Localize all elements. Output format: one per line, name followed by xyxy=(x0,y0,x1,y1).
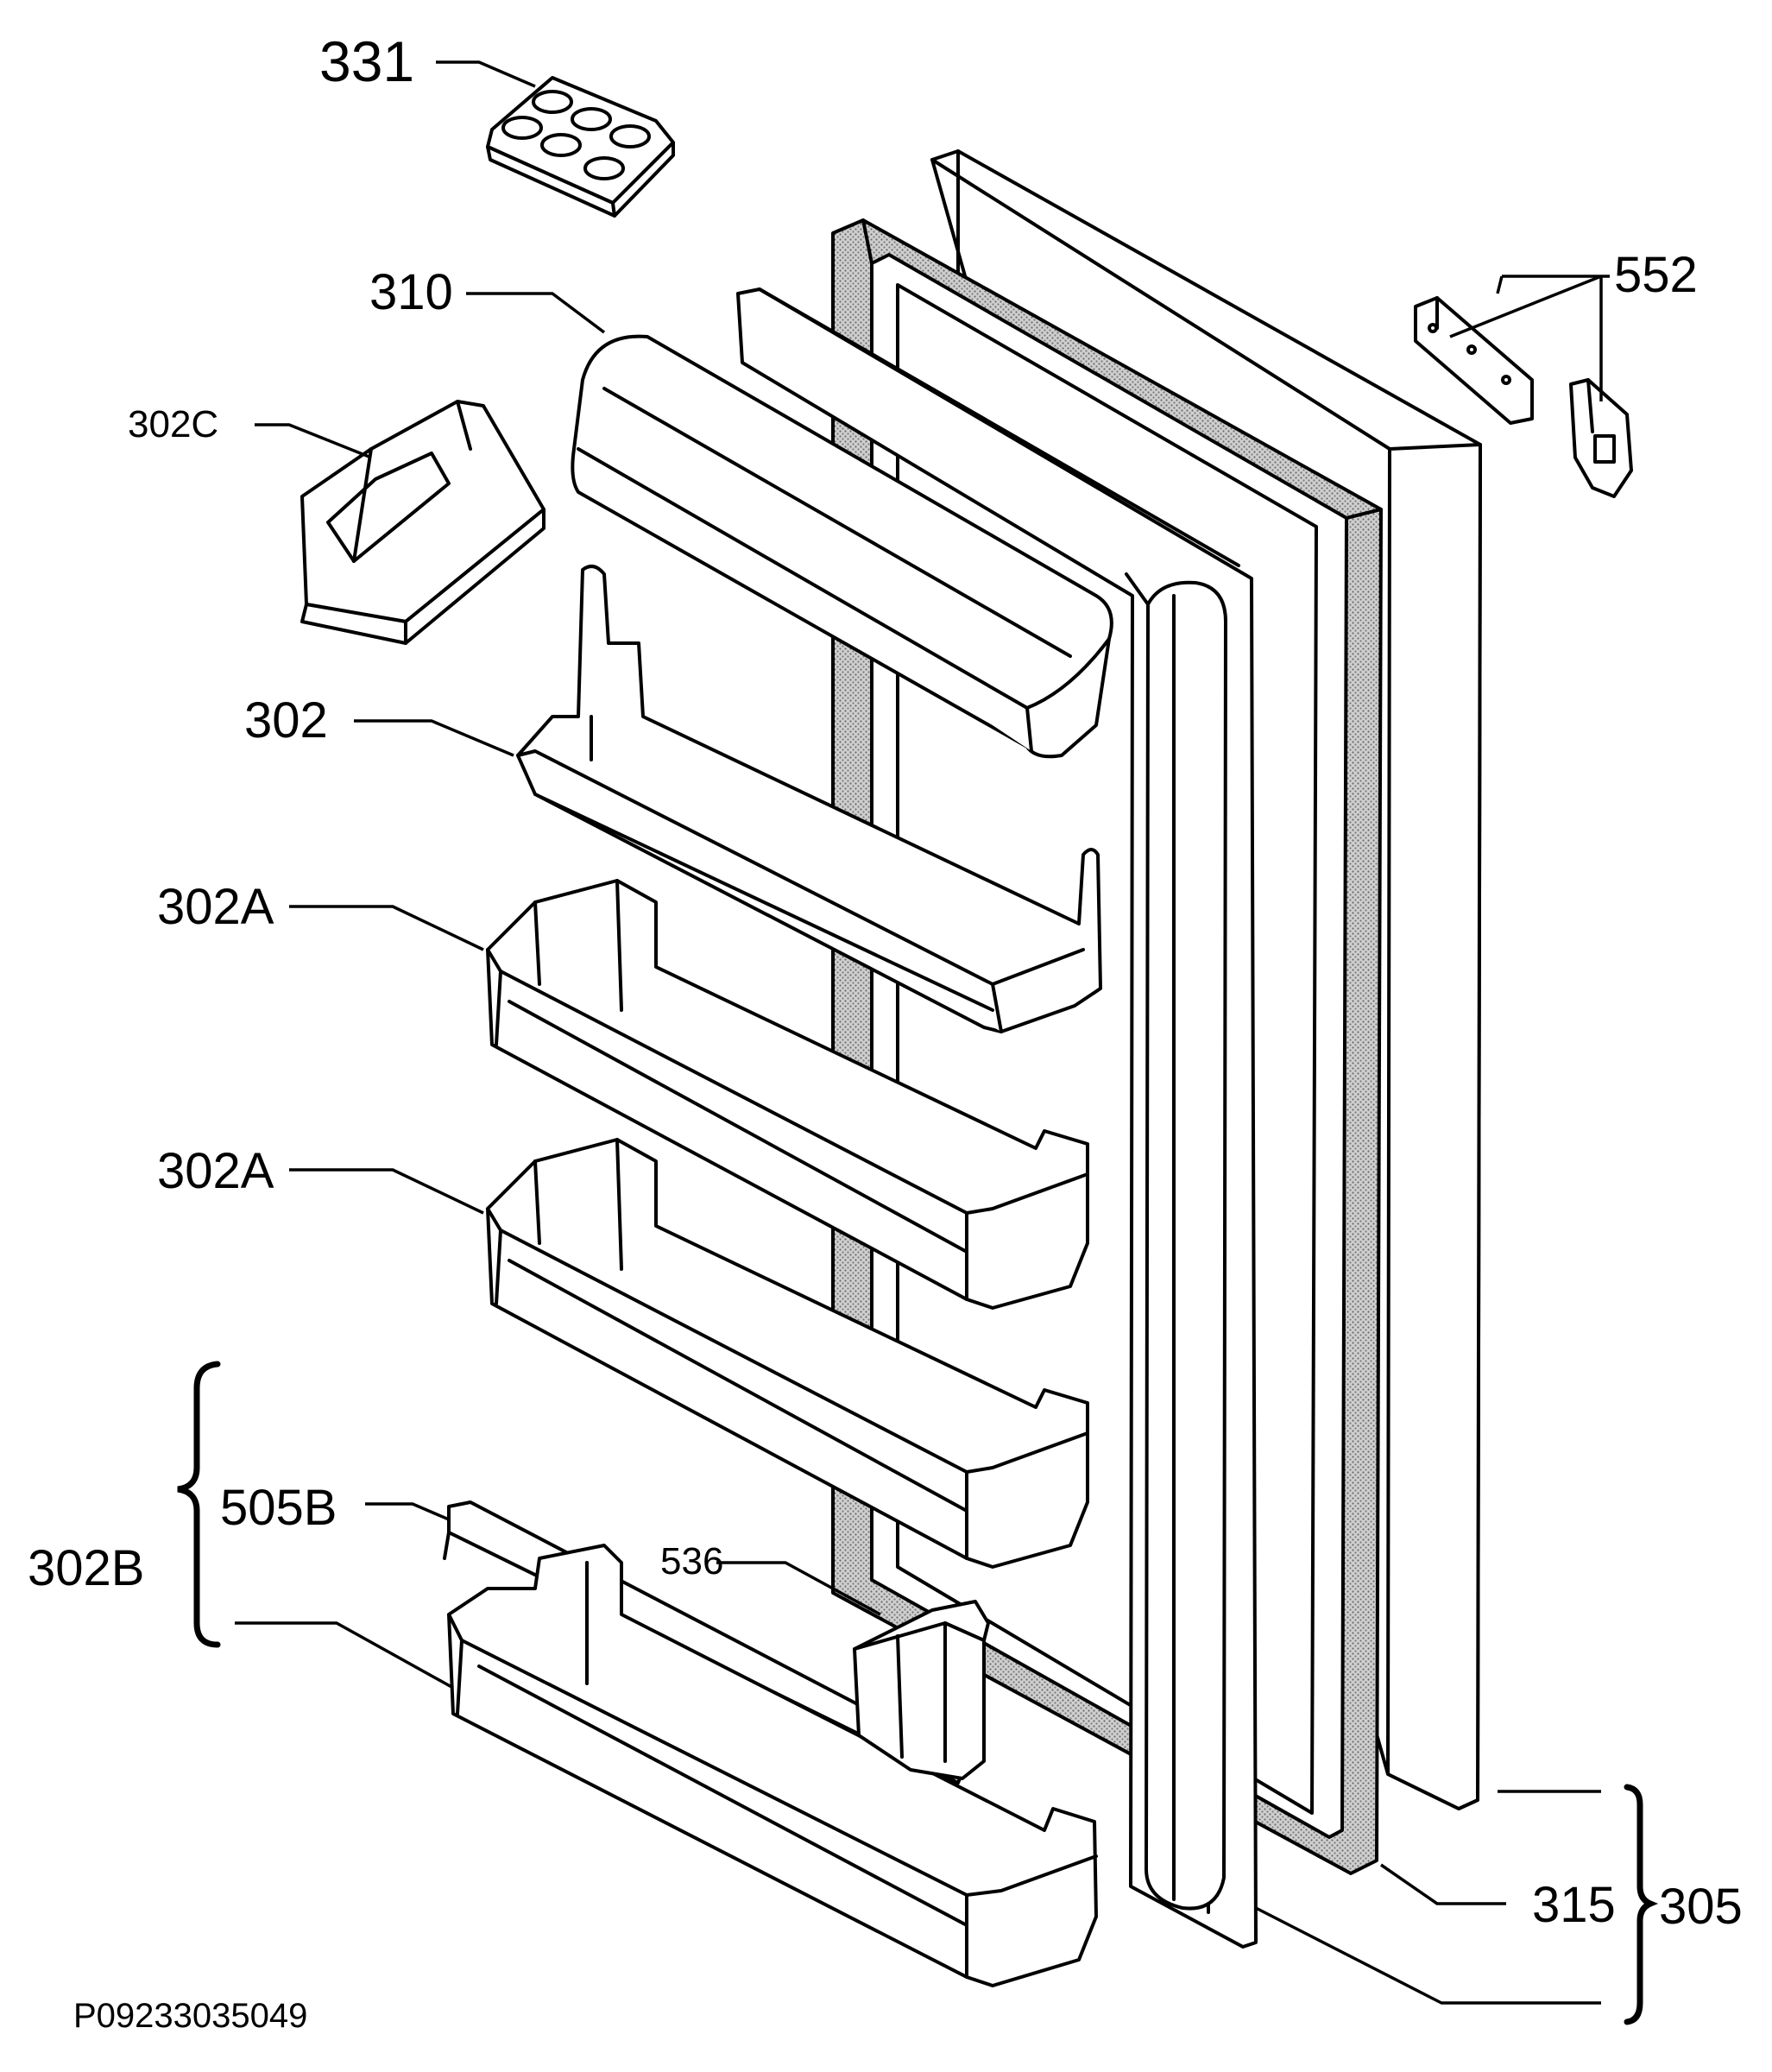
label-top-cover: 310 xyxy=(369,264,453,320)
label-door-bin-upper: 302A xyxy=(157,879,274,935)
label-small-box: 302C xyxy=(128,403,219,445)
drawing-code: P09233035049 xyxy=(73,1997,308,2035)
bottle-shelf-part xyxy=(516,565,1102,1033)
leader-lines xyxy=(235,60,1610,2005)
door-bin-upper-part xyxy=(486,879,1089,1310)
label-bottle-holder: 536 xyxy=(660,1540,724,1582)
label-bin-trim: 505B xyxy=(220,1480,337,1536)
brace-symbols xyxy=(177,1361,1659,2025)
bottom-bin-part xyxy=(447,1544,1098,1987)
brace-305 xyxy=(1624,1784,1659,2025)
label-bottle-shelf: 302 xyxy=(244,692,328,749)
bottle-holder-part xyxy=(853,1600,990,1780)
door-profile-strip xyxy=(1125,572,1227,1911)
label-door-assembly: 305 xyxy=(1659,1879,1743,1935)
label-hinge: 552 xyxy=(1614,247,1698,303)
label-egg-tray: 331 xyxy=(319,29,415,93)
brace-302b xyxy=(177,1361,221,1648)
small-box-part xyxy=(300,400,545,645)
door-bin-lower-part xyxy=(486,1138,1089,1569)
top-cover-part xyxy=(571,334,1113,759)
egg-tray-part xyxy=(486,76,675,218)
label-bottom-bin-group: 302B xyxy=(28,1540,145,1596)
label-door-bin-lower: 302A xyxy=(157,1143,274,1199)
label-gasket: 315 xyxy=(1532,1877,1616,1933)
hinge-part xyxy=(1414,296,1633,498)
